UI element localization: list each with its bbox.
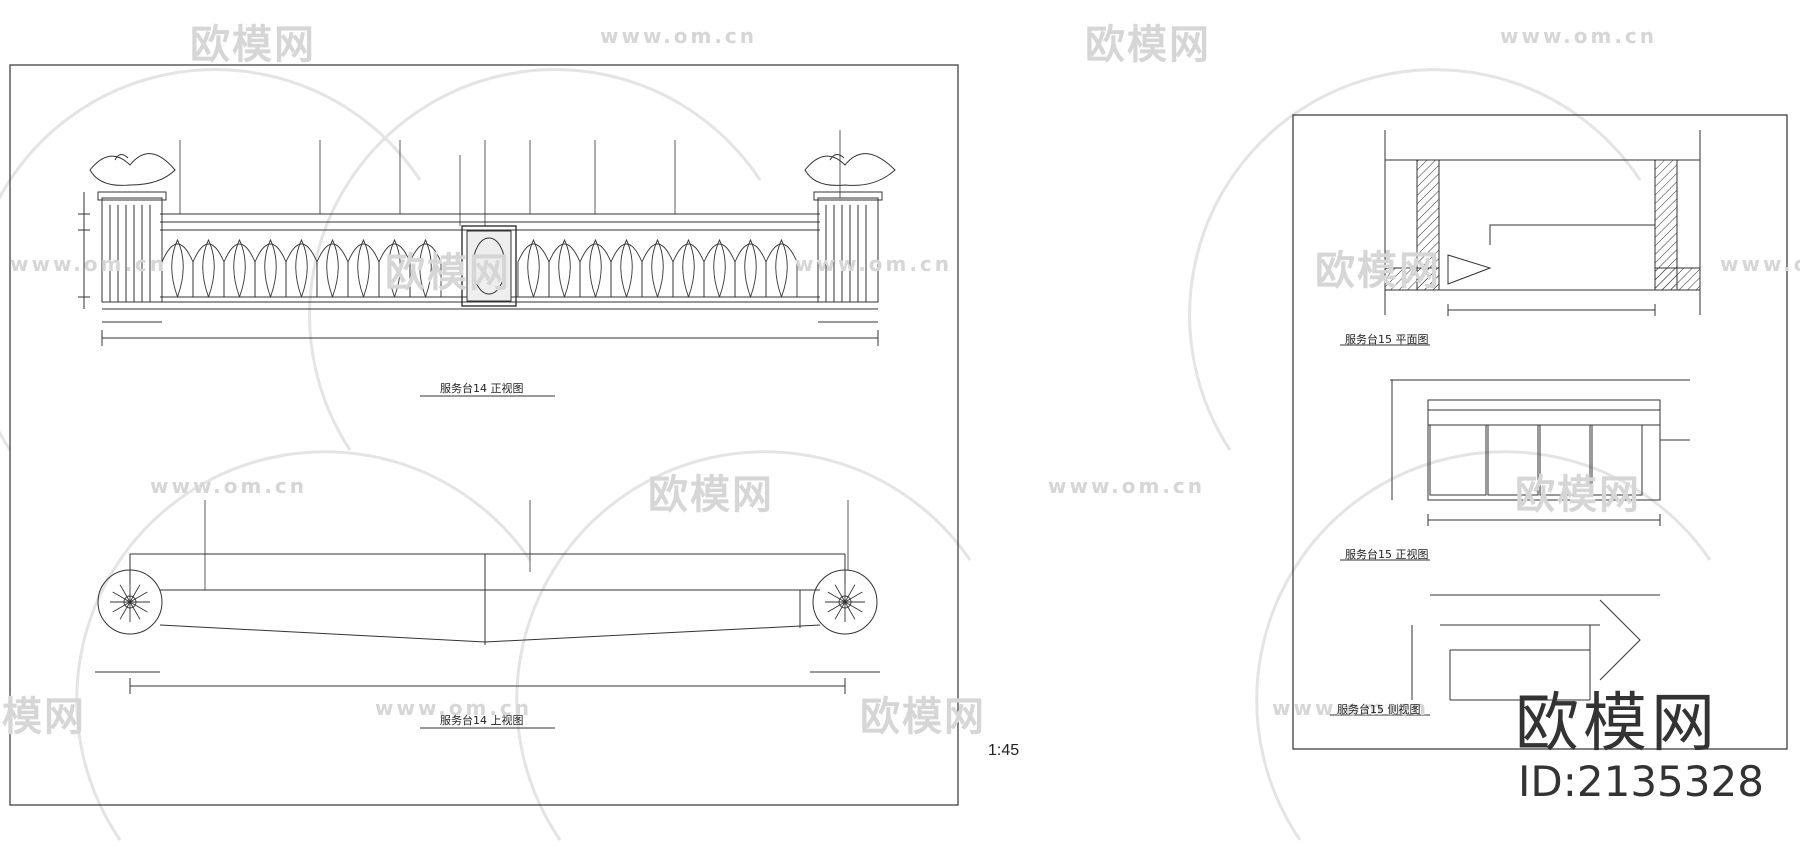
rosette-ray <box>827 591 846 603</box>
arch-shape <box>161 243 194 297</box>
brand-name: 欧模网 <box>1515 687 1719 761</box>
arch-shape <box>579 243 612 297</box>
arch-inner <box>326 238 339 298</box>
arch-inner <box>744 238 757 298</box>
top-view <box>95 553 880 729</box>
rosette-ray <box>844 584 856 603</box>
arch-inner <box>357 238 370 298</box>
arch-inner <box>682 238 695 298</box>
rosette-ray <box>844 601 863 613</box>
elevation-15 <box>1340 379 1690 561</box>
arch-inner <box>775 238 788 298</box>
caption-elev-15: 服务台15 正视图 <box>1345 548 1429 561</box>
brand-id: ID:2135328 <box>1518 757 1764 806</box>
rosette-ray <box>834 584 846 603</box>
rosette-ray <box>129 601 141 620</box>
arch-inner <box>295 238 308 298</box>
leader-lines-top <box>204 500 849 590</box>
arch-inner <box>264 238 277 298</box>
scale-label: 1:45 <box>988 742 1020 759</box>
arch-inner <box>233 238 246 298</box>
rosette-ray <box>834 601 846 620</box>
rosette-ray <box>129 591 148 603</box>
caption-plan-15: 服务台15 平面图 <box>1345 333 1429 346</box>
rosette-ray <box>129 601 148 613</box>
rosette-ray <box>119 601 131 620</box>
caption-front-view: 服务台14 正视图 <box>440 382 524 395</box>
right-sheet-border <box>1292 114 1788 750</box>
arch-inner <box>202 238 215 298</box>
arch-shape <box>316 243 349 297</box>
arch-shape <box>378 243 411 297</box>
rosette-ray <box>119 584 131 603</box>
arch-inner <box>171 238 184 298</box>
arch-inner <box>419 238 432 298</box>
arch-shape <box>517 243 550 297</box>
arch-shape <box>548 243 581 297</box>
arch-pattern <box>161 238 798 298</box>
arch-shape <box>734 243 767 297</box>
arch-inner <box>388 238 401 298</box>
arch-shape <box>641 243 674 297</box>
arch-shape <box>347 243 380 297</box>
caption-side-15: 服务台15 侧视图 <box>1337 703 1421 716</box>
arch-shape <box>409 243 442 297</box>
rosette-ray <box>112 591 131 603</box>
arch-shape <box>192 243 225 297</box>
rosette-ray <box>844 591 863 603</box>
arch-shape <box>703 243 736 297</box>
arch-inner <box>527 238 540 298</box>
arch-inner <box>558 238 571 298</box>
arch-shape <box>610 243 643 297</box>
front-elevation <box>78 153 896 397</box>
arch-inner <box>651 238 664 298</box>
rosette-center <box>838 595 852 609</box>
arch-shape <box>254 243 287 297</box>
arch-shape <box>765 243 798 297</box>
arch-inner <box>589 238 602 298</box>
rosette-ray <box>129 584 141 603</box>
rosette-center <box>123 595 137 609</box>
caption-top-view: 服务台14 上视图 <box>440 714 524 727</box>
rosette-ray <box>112 601 131 613</box>
arch-shape <box>223 243 256 297</box>
rosette-ray <box>844 601 856 620</box>
leader-lines-front <box>179 130 841 226</box>
side-view-15 <box>1330 594 1660 716</box>
plan-view <box>1340 130 1701 346</box>
rosette-ray <box>827 601 846 613</box>
arch-inner <box>620 238 633 298</box>
rosette-icons <box>110 582 865 622</box>
arch-inner <box>713 238 726 298</box>
arch-shape <box>672 243 705 297</box>
left-sheet-border <box>9 64 959 806</box>
